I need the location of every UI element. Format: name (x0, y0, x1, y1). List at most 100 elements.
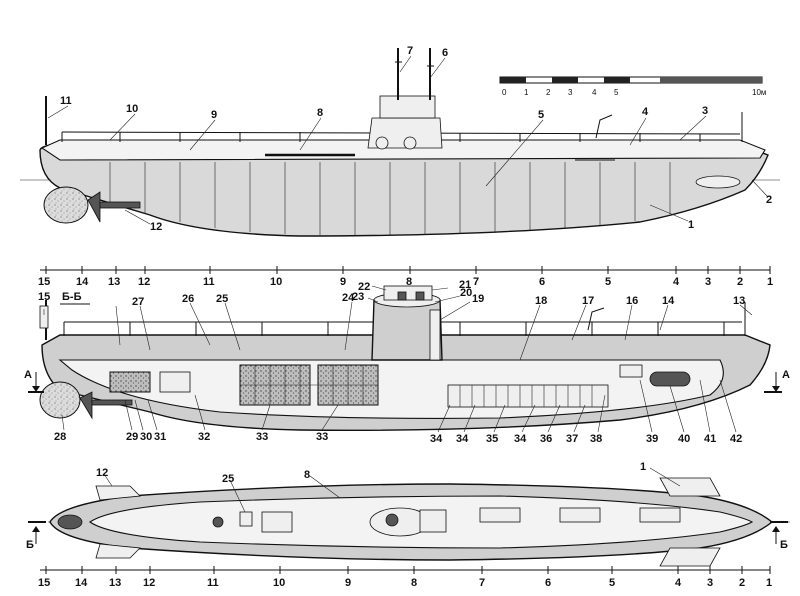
scale-tick-0: 0 (502, 88, 507, 97)
section-frame-4: 4 (673, 276, 680, 288)
plan-frame-13: 13 (109, 577, 121, 589)
scale-tick-5: 5 (614, 88, 619, 97)
plan-frame-7: 7 (479, 577, 485, 589)
section-label-18: 18 (535, 295, 547, 307)
side-label-5: 5 (538, 109, 544, 121)
section-label-36: 36 (540, 433, 552, 445)
plan-frame-1: 1 (766, 577, 772, 589)
plan-frame-4: 4 (675, 577, 682, 589)
side-label-6: 6 (442, 47, 448, 59)
section-label-29: 29 (126, 431, 138, 443)
scale-bar: 0 1 2 3 4 5 10м (499, 76, 766, 97)
section-frame-9: 9 (340, 276, 346, 288)
section-label-13: 13 (733, 295, 745, 307)
section-label-30: 30 (140, 431, 152, 443)
plan-label-1: 1 (640, 461, 646, 473)
section-label-34a: 34 (430, 433, 443, 445)
section-label-15: 15 (38, 291, 50, 303)
scale-tick-4: 4 (592, 88, 597, 97)
scale-tick-1: 1 (524, 88, 529, 97)
section-label-34c: 34 (514, 433, 527, 445)
side-label-3: 3 (702, 105, 708, 117)
section-label-33b: 33 (316, 431, 328, 443)
scale-end-label: 10м (752, 88, 766, 97)
section-label-40: 40 (678, 433, 690, 445)
plan-arrow-left: Б (26, 521, 46, 551)
section-label-28: 28 (54, 431, 66, 443)
side-label-1: 1 (688, 219, 694, 231)
section-arrow-right: А (764, 369, 790, 393)
plan-frame-3: 3 (707, 577, 713, 589)
section-label-35: 35 (486, 433, 498, 445)
section-label-41: 41 (704, 433, 716, 445)
section-frame-13: 13 (108, 276, 120, 288)
section-frame-7: 7 (473, 276, 479, 288)
plan-frame-8: 8 (411, 577, 417, 589)
section-frame-15: 15 (38, 276, 50, 288)
section-label-27: 27 (132, 296, 144, 308)
section-frame-3: 3 (705, 276, 711, 288)
section-label-17: 17 (582, 295, 594, 307)
plan-label-8: 8 (304, 469, 310, 481)
side-label-9: 9 (211, 109, 217, 121)
side-label-12: 12 (150, 221, 162, 233)
plan-label-12: 12 (96, 467, 108, 479)
svg-text:Б: Б (26, 539, 34, 551)
section-label-25: 25 (216, 293, 228, 305)
section-label-21: 21 (459, 279, 471, 291)
side-label-7: 7 (407, 45, 413, 57)
section-frame-10: 10 (270, 276, 282, 288)
section-label-22: 22 (358, 281, 370, 293)
side-label-10: 10 (126, 103, 138, 115)
side-label-8: 8 (317, 107, 323, 119)
section-frame-1: 1 (767, 276, 773, 288)
section-frame-12: 12 (138, 276, 150, 288)
plan-frame-15: 15 (38, 577, 50, 589)
section-frame-11: 11 (203, 276, 215, 288)
section-label-23: 23 (352, 291, 364, 303)
side-label-11: 11 (60, 95, 72, 107)
section-label-33a: 33 (256, 431, 268, 443)
section-label-20: 20 (460, 287, 472, 299)
svg-text:Б: Б (780, 539, 788, 551)
section-view: 15 14 13 12 11 10 9 8 7 6 5 4 3 2 1 Б-Б (24, 266, 790, 445)
plan-frame-10: 10 (273, 577, 285, 589)
svg-text:А: А (24, 369, 32, 381)
plan-frame-9: 9 (345, 577, 351, 589)
side-view: 1 2 3 4 5 6 7 8 9 10 11 12 (20, 45, 780, 237)
section-label-16: 16 (626, 295, 638, 307)
scale-tick-3: 3 (568, 88, 573, 97)
scale-tick-2: 2 (546, 88, 551, 97)
plan-frame-11: 11 (207, 577, 219, 589)
section-label-24-visible: 24 (342, 292, 355, 304)
section-label-38: 38 (590, 433, 602, 445)
plan-frame-14: 14 (75, 577, 88, 589)
side-label-2: 2 (766, 194, 772, 206)
svg-text:А: А (782, 369, 790, 381)
section-label-39: 39 (646, 433, 658, 445)
section-label-32: 32 (198, 431, 210, 443)
plan-frame-5: 5 (609, 577, 615, 589)
section-label-34b: 34 (456, 433, 469, 445)
section-label-14: 14 (662, 295, 675, 307)
section-label-26: 26 (182, 293, 194, 305)
section-frame-2: 2 (737, 276, 743, 288)
section-label-37: 37 (566, 433, 578, 445)
section-label-42: 42 (730, 433, 742, 445)
section-frame-14: 14 (76, 276, 89, 288)
section-frame-8: 8 (406, 276, 412, 288)
section-frame-6: 6 (539, 276, 545, 288)
side-label-4: 4 (642, 106, 649, 118)
plan-view: Б Б 12 25 8 1 15 (26, 461, 790, 589)
section-mark: Б-Б (62, 291, 82, 303)
plan-arrow-right: Б (770, 521, 788, 551)
section-label-19: 19 (472, 293, 484, 305)
section-label-31: 31 (154, 431, 166, 443)
plan-frame-12: 12 (143, 577, 155, 589)
plan-label-25: 25 (222, 473, 234, 485)
plan-frame-2: 2 (739, 577, 745, 589)
section-frame-5: 5 (605, 276, 611, 288)
plan-frame-6: 6 (545, 577, 551, 589)
section-arrow-left: А (24, 369, 44, 393)
